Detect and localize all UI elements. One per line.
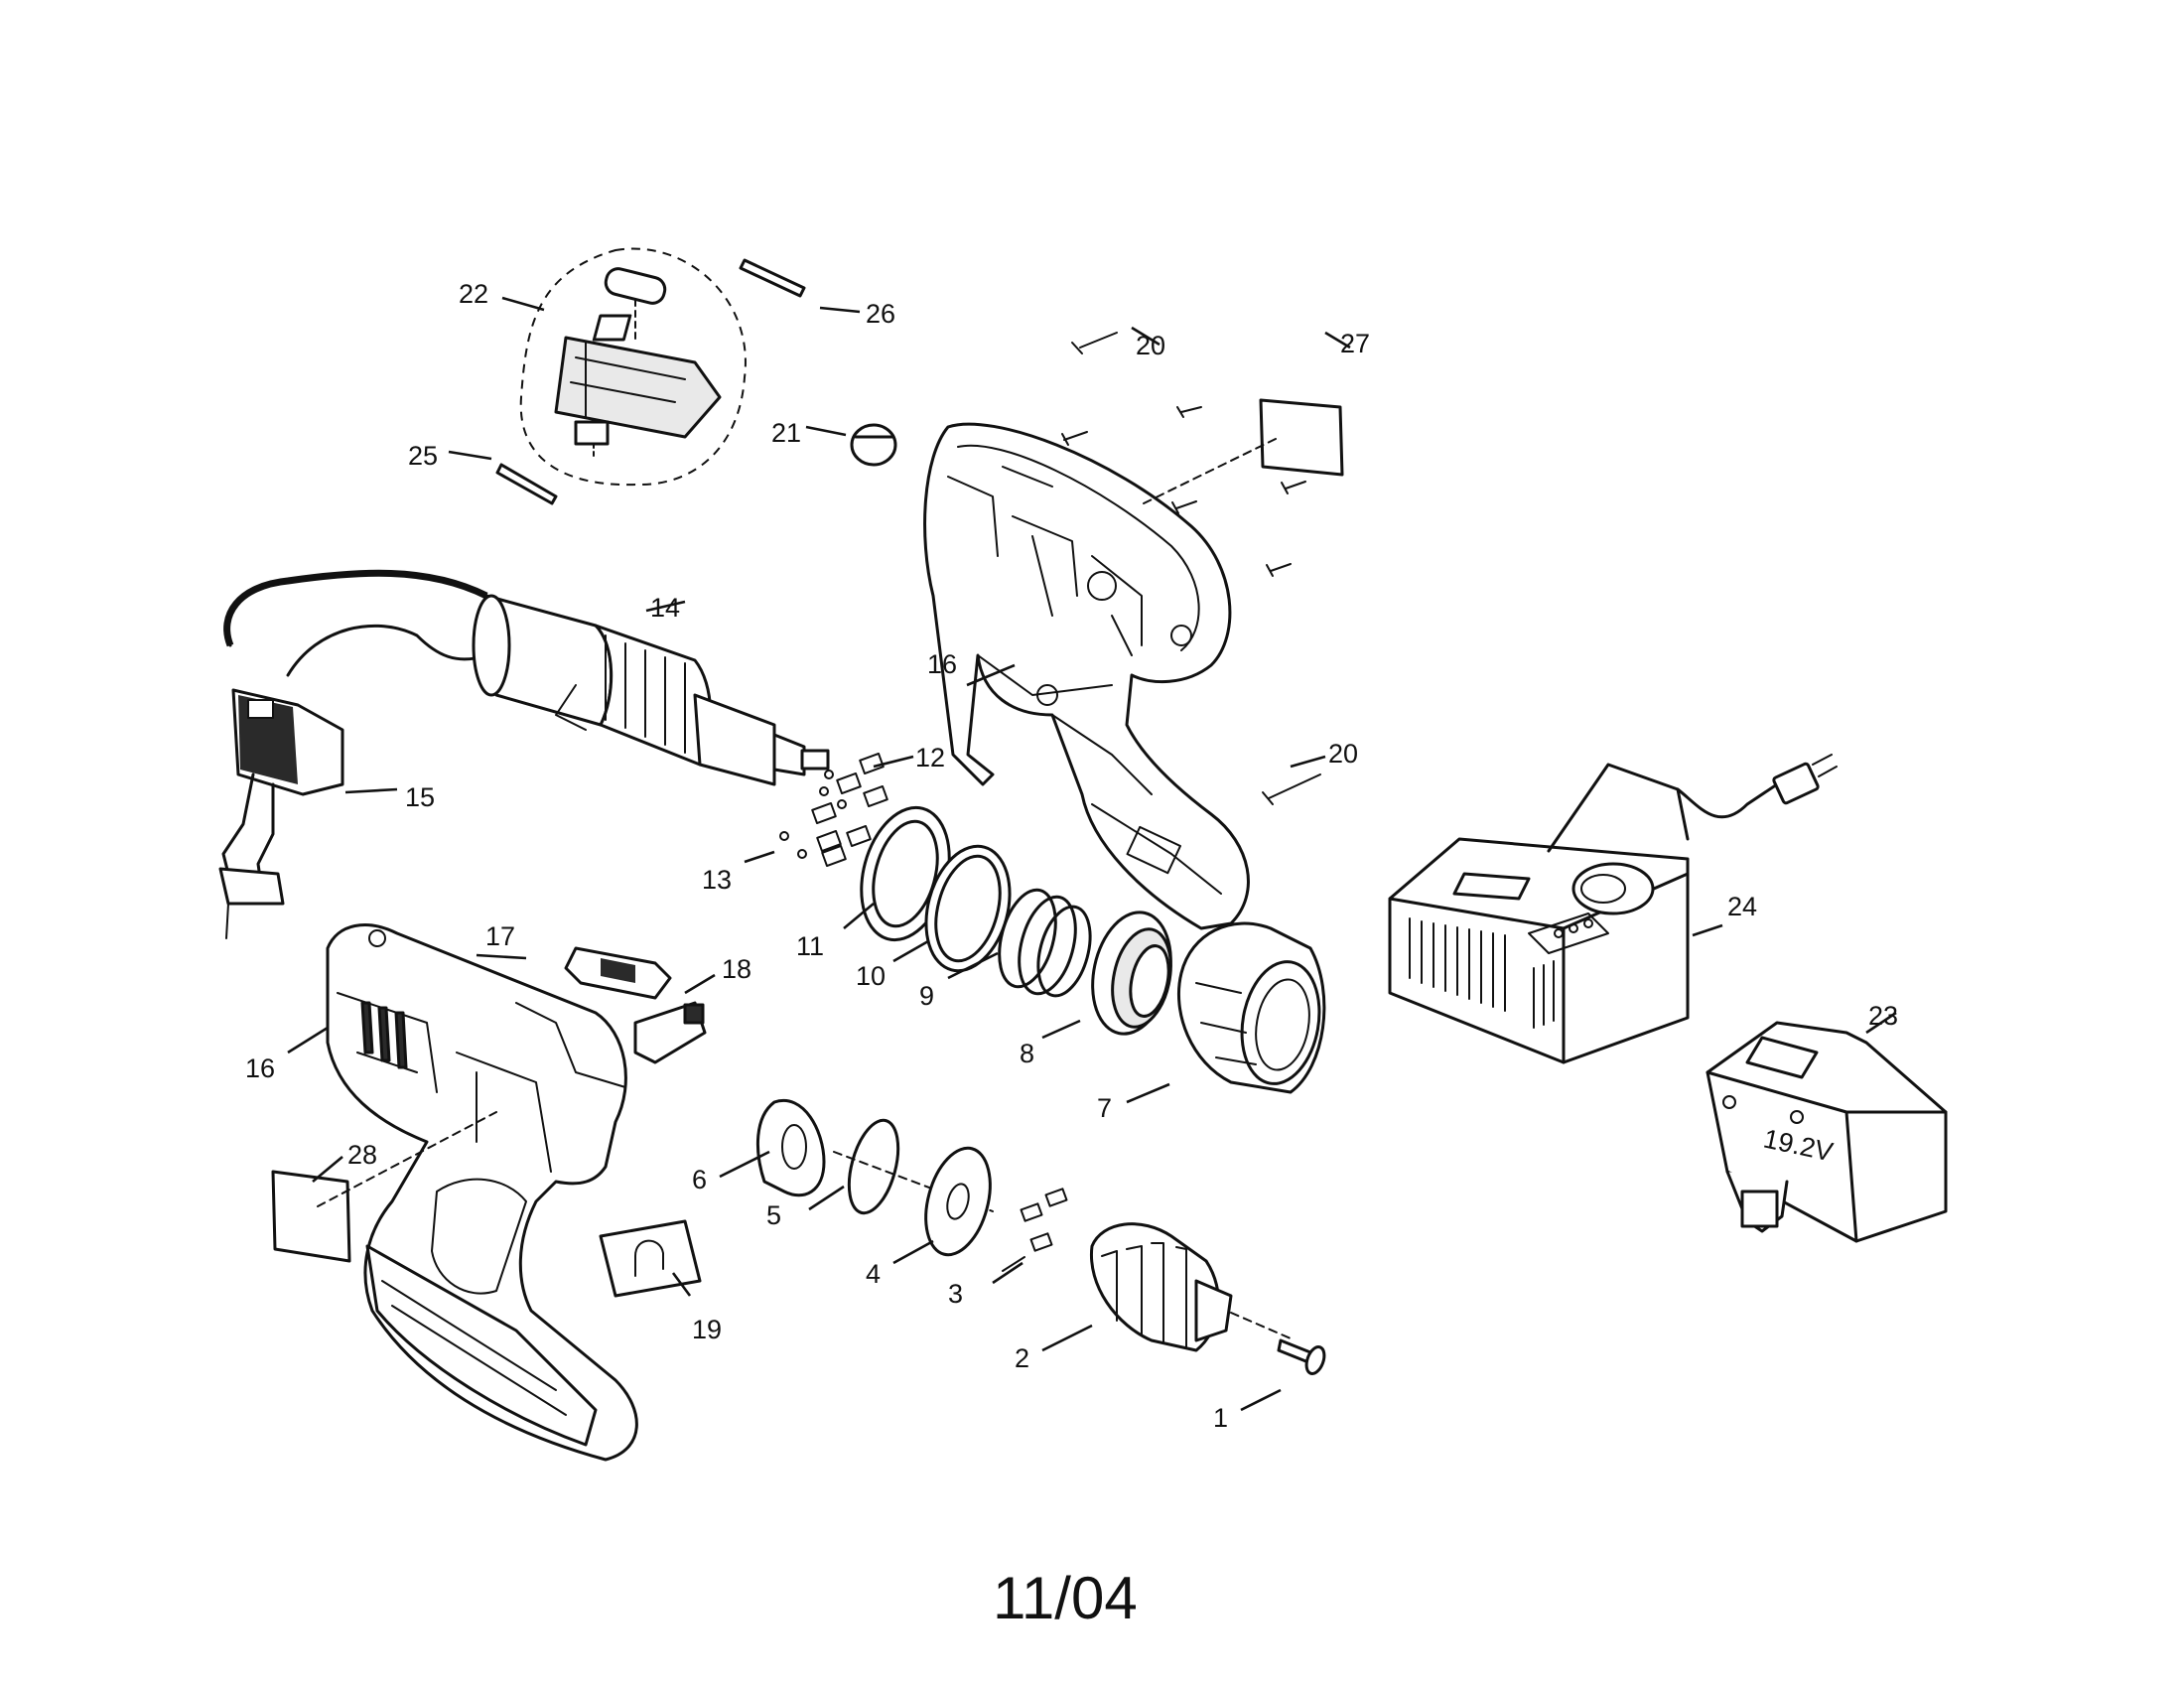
label-part-18: 18 bbox=[722, 954, 751, 984]
switch-15 bbox=[218, 688, 344, 939]
spring-9 bbox=[998, 888, 1092, 998]
label-part-13: 13 bbox=[702, 865, 732, 895]
clip-19 bbox=[599, 1219, 702, 1298]
housing-half-16-lower bbox=[326, 923, 638, 1462]
clutch-collar-7 bbox=[1176, 921, 1326, 1094]
label-part-20-top: 20 bbox=[1136, 331, 1165, 360]
battery-23: 19.2V bbox=[1706, 1021, 1948, 1243]
label-part-16-upper: 16 bbox=[927, 649, 957, 679]
clip-21 bbox=[850, 423, 897, 467]
housing-half-16-upper bbox=[923, 422, 1250, 930]
retaining-ring-5 bbox=[847, 1118, 900, 1215]
leader-lines bbox=[287, 296, 1897, 1412]
plate-6 bbox=[755, 1098, 994, 1212]
washer-10 bbox=[924, 844, 1012, 973]
pin-26 bbox=[739, 258, 806, 298]
charger-24 bbox=[1388, 754, 1838, 1064]
label-part-11: 11 bbox=[796, 931, 824, 961]
label-part-6: 6 bbox=[692, 1165, 707, 1194]
label-part-25: 25 bbox=[408, 441, 438, 471]
footer-date: 11/04 bbox=[993, 1565, 1138, 1631]
switch-assembly-22 bbox=[519, 247, 747, 487]
button-17 bbox=[564, 946, 672, 1000]
label-part-1: 1 bbox=[1213, 1403, 1228, 1433]
label-part-28: 28 bbox=[347, 1140, 377, 1170]
label-part-2: 2 bbox=[1015, 1343, 1029, 1373]
trigger-18 bbox=[633, 1001, 707, 1064]
label-part-12: 12 bbox=[915, 743, 945, 772]
clutch-ring-8 bbox=[1091, 911, 1172, 1036]
label-part-7: 7 bbox=[1097, 1093, 1112, 1123]
screws-3 bbox=[1002, 1188, 1068, 1272]
label-part-23: 23 bbox=[1868, 1001, 1898, 1031]
screw-1 bbox=[1277, 1338, 1326, 1375]
motor-gearbox-14 bbox=[223, 569, 830, 786]
thrust-washer-4 bbox=[924, 1146, 992, 1257]
label-part-20-bottom: 20 bbox=[1328, 739, 1358, 769]
label-27 bbox=[1141, 398, 1344, 505]
label-part-19: 19 bbox=[692, 1315, 722, 1344]
label-part-24: 24 bbox=[1727, 892, 1757, 921]
label-part-10: 10 bbox=[856, 961, 886, 991]
label-28 bbox=[271, 1111, 497, 1263]
balls-13 bbox=[779, 770, 847, 859]
label-part-16-lower: 16 bbox=[245, 1053, 275, 1083]
gear-pins-12 bbox=[811, 753, 888, 867]
label-part-8: 8 bbox=[1020, 1039, 1034, 1068]
label-part-14: 14 bbox=[650, 593, 680, 623]
screws-20-upper bbox=[1061, 332, 1306, 577]
label-part-4: 4 bbox=[866, 1259, 881, 1289]
label-part-5: 5 bbox=[766, 1200, 781, 1230]
label-part-26: 26 bbox=[866, 299, 895, 329]
screw-20-lower bbox=[1262, 773, 1321, 805]
label-part-21: 21 bbox=[771, 418, 801, 448]
pin-25 bbox=[495, 463, 558, 505]
label-part-3: 3 bbox=[948, 1279, 963, 1309]
label-part-15: 15 bbox=[405, 782, 435, 812]
chuck-2 bbox=[1089, 1222, 1292, 1352]
label-part-27: 27 bbox=[1340, 329, 1370, 358]
part-labels: 22 26 20 27 21 25 14 16 20 15 12 13 11 1… bbox=[245, 279, 1898, 1433]
label-part-22: 22 bbox=[459, 279, 488, 309]
label-part-17: 17 bbox=[485, 921, 515, 951]
label-part-9: 9 bbox=[919, 981, 934, 1011]
